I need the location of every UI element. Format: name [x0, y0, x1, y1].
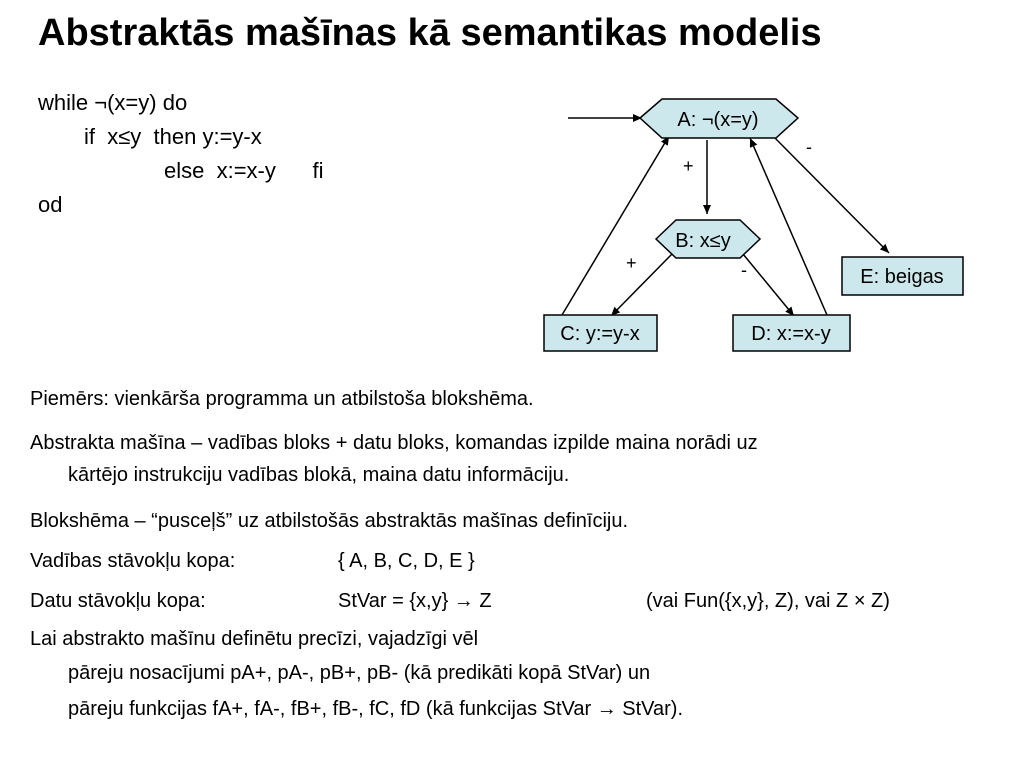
edge-a-e-arrow [770, 133, 890, 254]
node-b-label: B: x≤y [675, 230, 730, 252]
code-line-if: if x≤y then y:=y-x [84, 124, 262, 149]
edge-b-c-label: + [626, 253, 637, 273]
edge-b-d-arrow [742, 253, 795, 317]
definition-text-line1: Lai abstrakto mašīnu definētu precīzi, v… [30, 628, 479, 650]
edge-a-e-label: - [806, 137, 812, 157]
abstract-machine-text-line1: Abstrakta mašīna – vadības bloks + datu … [30, 432, 758, 454]
code-line-while: while ¬(x=y) do [38, 90, 188, 115]
edge-c-a-arrow [561, 135, 670, 316]
node-d-label: D: x:=x-y [751, 323, 830, 345]
code-line-od: od [38, 192, 63, 217]
scheme-text: Blokshēma – “pusceļš” uz atbilstošās abs… [30, 510, 629, 532]
flowchart-diagram: A: ¬(x=y) B: x≤y C: y:=y-x D: x:=x-y E: … [543, 98, 964, 352]
control-states-label: Vadības stāvokļu kopa: [30, 550, 236, 572]
definition-text-line3: pāreju funkcijas fA+, fA-, fB+, fB-, fC,… [68, 698, 684, 720]
node-b-shape [654, 219, 762, 259]
control-states-value: { A, B, C, D, E } [338, 550, 475, 572]
node-e-label: E: beigas [860, 266, 943, 288]
code-line-else: else x:=x-y fi [164, 158, 324, 183]
page-title: Abstraktās mašīnas kā semantikas modelis [38, 12, 822, 54]
edge-b-c-arrow [610, 253, 673, 317]
node-a-label: A: ¬(x=y) [677, 109, 758, 131]
data-states-label: Datu stāvokļu kopa: [30, 590, 206, 612]
node-c-shape [543, 314, 658, 352]
node-c-label: C: y:=y-x [560, 323, 639, 345]
edge-b-d-label: - [741, 260, 747, 280]
node-d-shape [732, 314, 851, 352]
definition-text-line2: pāreju nosacījumi pA+, pA-, pB+, pB- (kā… [68, 662, 651, 684]
edge-d-a-arrow [749, 137, 828, 316]
edge-a-b-label: + [683, 156, 694, 176]
data-states-alternative: (vai Fun({x,y}, Z), vai Z × Z) [646, 590, 890, 612]
node-e-shape [841, 256, 964, 296]
node-a-shape [638, 98, 800, 139]
abstract-machine-text-line2: kārtējo instrukciju vadības blokā, maina… [68, 464, 570, 486]
data-states-value: StVar = {x,y} → Z [338, 590, 492, 612]
example-text: Piemērs: vienkārša programma un atbilsto… [30, 388, 534, 410]
